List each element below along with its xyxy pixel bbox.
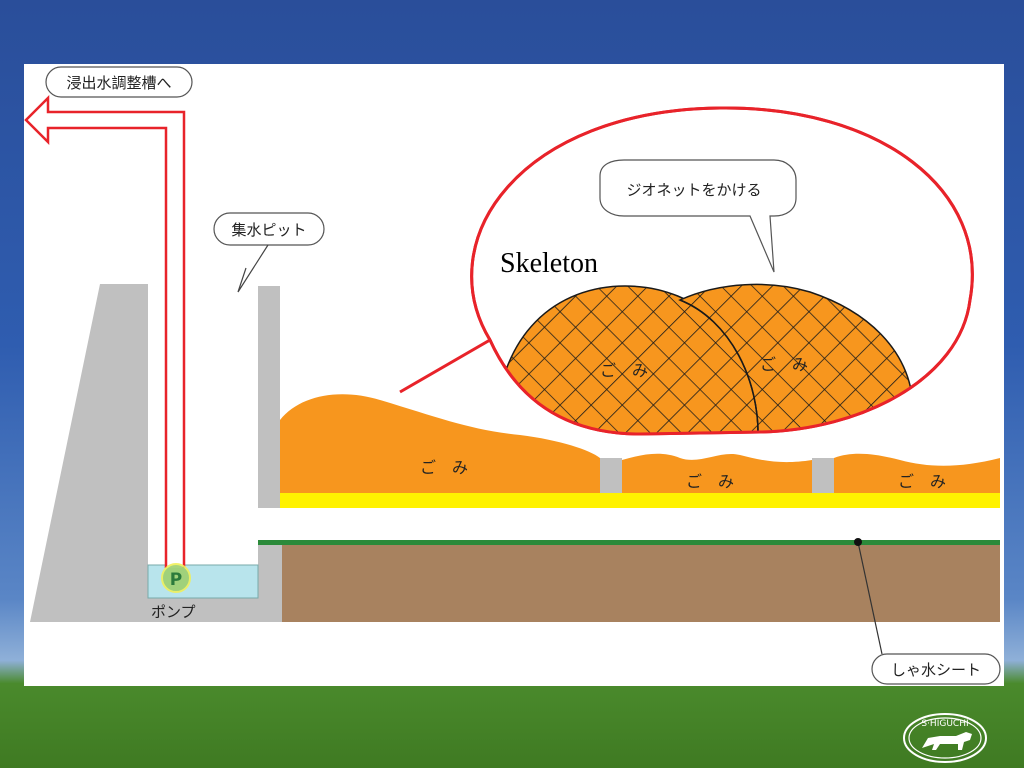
ground-soil [282,545,1000,622]
liner-sheet-callout [871,653,1001,685]
leachate-tank-label: 浸出水調整槽へ [66,74,171,92]
waste-mound-3 [834,453,1000,493]
zoom-bubble-outline [470,106,974,436]
waste-label-3: ご み [898,472,946,491]
pit-wall-lower [258,545,282,622]
skeleton-label: Skeleton [500,248,598,279]
separator-2 [812,458,834,493]
logo-text: S·HIGUCHI [921,719,968,729]
collection-pit-label: 集水ピット [231,221,306,239]
liner-sheet-label: しゃ水シート [891,661,981,679]
geonet-label: ジオネットをかける [626,181,761,199]
pump-symbol: P [170,570,182,590]
leachate-tank-callout [45,66,193,98]
bull-icon [922,732,972,750]
waste-label-1: ご み [420,458,468,477]
waste-mound-2 [622,453,812,493]
waste-mound-1 [280,394,600,493]
waste-label-2: ご み [686,472,734,491]
liner-pointer [857,541,883,655]
higuchi-logo: S·HIGUCHI [903,713,987,763]
waste-dome-edge [679,299,759,434]
liner-pointer-dot [854,538,862,546]
collection-pit-pointer [237,244,269,293]
dome-waste-label-1: ご み [600,361,648,380]
liner-sheet [258,540,1000,545]
leachate-pipe [24,94,186,568]
retaining-wall [30,284,164,622]
separator-1 [600,458,622,493]
pit-wall [258,286,280,508]
dome-waste-label-2: ご み [760,355,808,374]
pump-icon [161,563,191,593]
pump-label: ポンプ [151,603,196,621]
collection-pit-callout [213,212,325,246]
gravel-layer [280,493,1000,508]
geonet-callout [599,159,797,273]
